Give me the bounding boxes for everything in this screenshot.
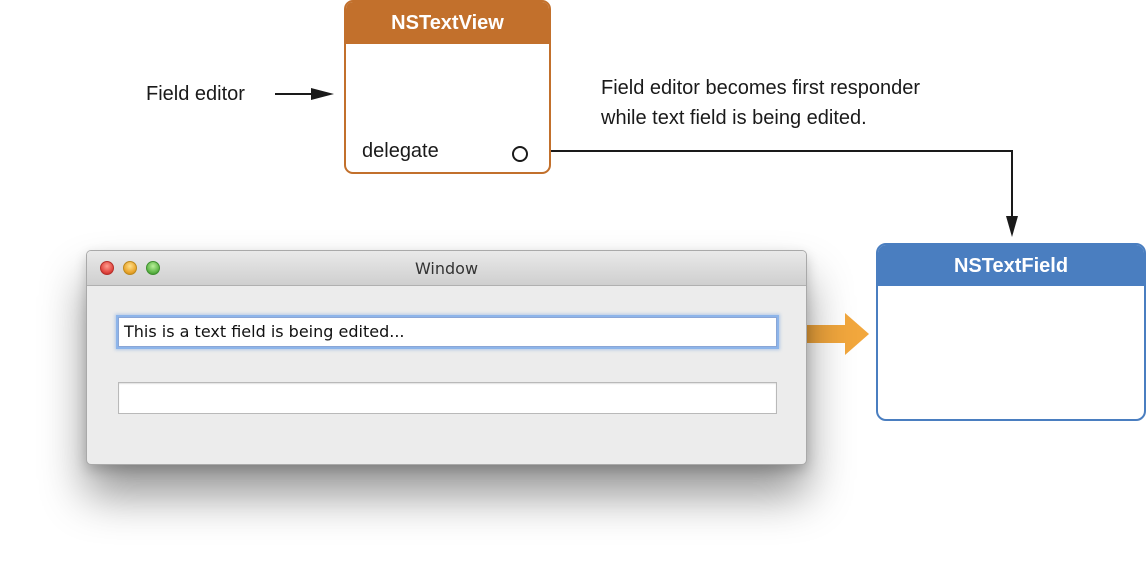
nstextview-title: NSTextView: [346, 2, 549, 44]
window-titlebar[interactable]: Window: [87, 251, 806, 286]
note-line-1: Field editor becomes first responder: [601, 77, 921, 99]
text-field-empty[interactable]: [118, 382, 777, 414]
nstextview-box: NSTextView delegate: [344, 0, 551, 174]
app-window: Window This is a text field is being edi…: [86, 250, 807, 465]
nstextfield-title: NSTextField: [878, 245, 1144, 286]
minimize-button[interactable]: [123, 261, 137, 275]
close-button[interactable]: [100, 261, 114, 275]
zoom-button[interactable]: [146, 261, 160, 275]
field-editor-label: Field editor: [146, 83, 245, 105]
outlet-circle-icon: [512, 146, 528, 162]
text-field-editing[interactable]: This is a text field is being edited...: [118, 317, 777, 347]
field-editor-arrow: [275, 88, 334, 100]
delegate-label: delegate: [362, 140, 439, 162]
nstextfield-box: NSTextField: [876, 243, 1146, 421]
window-title: Window: [414, 259, 479, 278]
note-line-2: while text field is being edited.: [601, 107, 867, 129]
delegate-connection: [527, 150, 1018, 237]
